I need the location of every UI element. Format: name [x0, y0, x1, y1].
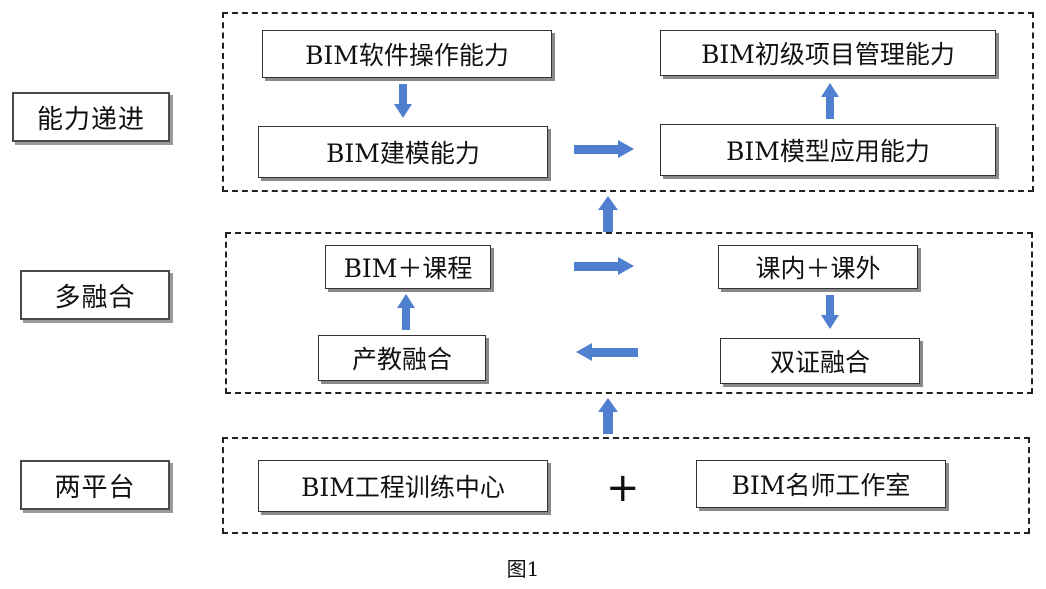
- arrow-right-course-to-class: [574, 257, 634, 275]
- arrow-down-class-to-dual-cert: [821, 295, 839, 329]
- row-label-platform: 两平台: [20, 460, 170, 510]
- arrow-up-platform-to-fusion: [598, 398, 618, 434]
- plus-sign: +: [606, 465, 640, 511]
- group-ability: [222, 12, 1034, 192]
- arrow-left-dual-cert-to-industry: [576, 343, 638, 361]
- node-bim-course: BIM＋课程: [325, 245, 491, 289]
- arrow-up-application-to-management: [821, 83, 839, 119]
- node-bim-master-studio: BIM名师工作室: [696, 460, 946, 508]
- node-dual-certificate: 双证融合: [720, 338, 920, 384]
- group-platform: [222, 437, 1030, 534]
- row-label-ability: 能力递进: [12, 92, 170, 142]
- node-bim-project-management-skill: BIM初级项目管理能力: [660, 30, 996, 76]
- node-bim-model-application-skill: BIM模型应用能力: [660, 124, 996, 176]
- arrow-up-industry-to-course: [397, 294, 415, 330]
- arrow-up-fusion-to-ability: [598, 196, 618, 232]
- node-bim-software-skill: BIM软件操作能力: [262, 30, 552, 78]
- node-bim-modeling-skill: BIM建模能力: [258, 126, 548, 178]
- group-fusion: [225, 232, 1033, 394]
- node-industry-education: 产教融合: [318, 335, 486, 381]
- arrow-right-modeling-to-application: [574, 140, 634, 158]
- arrow-down-software-to-modeling: [394, 84, 412, 118]
- figure-caption: 图1: [506, 557, 540, 581]
- node-in-out-class: 课内＋课外: [718, 245, 918, 289]
- node-bim-training-center: BIM工程训练中心: [258, 460, 548, 512]
- row-label-fusion: 多融合: [20, 270, 170, 320]
